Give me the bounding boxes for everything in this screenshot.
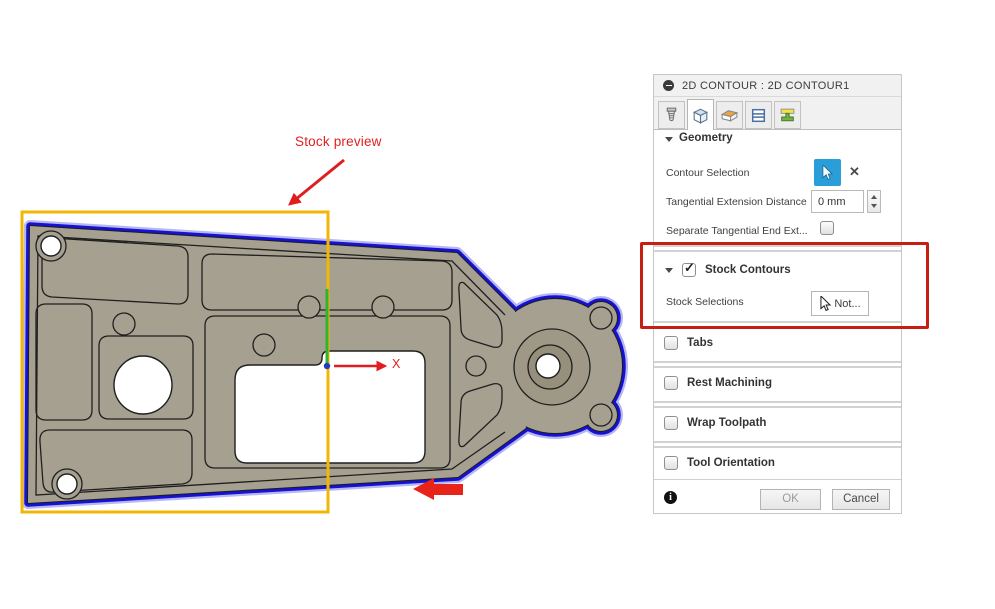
contour-selection-button[interactable] [814, 159, 841, 186]
tangential-extension-field [811, 190, 864, 213]
pocket-window-bay [204, 315, 451, 469]
stock-contours-highlight [640, 242, 929, 329]
part-contour-selection[interactable] [28, 226, 622, 503]
tangential-extension-input[interactable] [812, 191, 863, 212]
rim-inner-line [35, 235, 506, 496]
mouse-cursor-icon [820, 295, 832, 311]
wrap-toolpath-section-label: Wrap Toolpath [687, 417, 767, 429]
heights-icon [751, 108, 766, 122]
collapse-dialog-icon[interactable] [663, 80, 674, 91]
tab-tool[interactable] [658, 101, 685, 129]
pocket-upper-band [201, 253, 453, 311]
boss [297, 295, 321, 319]
large-through-hole [113, 355, 173, 415]
dialog-title: 2D CONTOUR : 2D CONTOUR1 [682, 79, 850, 92]
machining-direction-arrow [413, 478, 463, 500]
rest-machining-checkbox[interactable] [664, 376, 678, 390]
stock-contours-label: Stock Contours [705, 264, 791, 276]
stock-selections-label: Stock Selections [666, 296, 744, 308]
section-separator [654, 361, 901, 368]
spinner-down-icon[interactable] [871, 203, 877, 208]
pocket-neck-upper [458, 281, 503, 348]
tangential-extension-stepper[interactable] [867, 190, 881, 213]
head-center-hole [535, 353, 561, 379]
tab-radii[interactable] [716, 101, 743, 129]
stock-selections-button[interactable]: Not... [811, 291, 869, 316]
separate-tangential-checkbox[interactable] [820, 221, 834, 235]
boss [371, 295, 395, 319]
stock-contours-checkbox[interactable]: ✓ [682, 260, 696, 277]
separate-tangential-label: Separate Tangential End Ext... [666, 225, 808, 237]
ear-boss [589, 403, 613, 427]
tangential-extension-label: Tangential Extension Distance [666, 196, 807, 208]
radii-icon [720, 109, 739, 122]
tab-heights[interactable] [745, 101, 772, 129]
boss [252, 333, 276, 357]
ok-button[interactable]: OK [760, 489, 821, 510]
geometry-icon [692, 108, 709, 124]
cursor-icon [822, 164, 834, 180]
dialog-tab-bar [654, 97, 901, 130]
tool-icon [666, 107, 677, 121]
section-separator [654, 441, 901, 448]
pocket-neck-lower [458, 383, 503, 448]
origin-point [323, 362, 331, 370]
corner-hole [56, 473, 78, 495]
tool-orientation-checkbox[interactable] [664, 456, 678, 470]
stock-selections-button-label: Not... [834, 297, 861, 310]
tabs-section-label: Tabs [687, 337, 713, 349]
contour-selection-label: Contour Selection [666, 167, 750, 179]
boss [465, 355, 487, 377]
through-window [234, 350, 426, 464]
info-icon[interactable]: i [664, 491, 677, 504]
check-icon: ✓ [684, 260, 695, 275]
section-separator [654, 401, 901, 408]
part-pockets [35, 230, 613, 500]
stock-preview-arrow [288, 158, 345, 206]
x-axis-label: X [392, 357, 401, 371]
2d-contour-dialog: 2D CONTOUR : 2D CONTOUR1 [653, 74, 902, 514]
spinner-up-icon[interactable] [871, 195, 877, 200]
wrap-toolpath-checkbox[interactable] [664, 416, 678, 430]
pocket-left-mid [35, 303, 93, 421]
clear-selection-icon[interactable]: ✕ [849, 164, 860, 179]
pocket-circle-bay [98, 335, 194, 420]
cancel-button[interactable]: Cancel [832, 489, 890, 510]
tool-orientation-section-label: Tool Orientation [687, 457, 775, 469]
pocket-bottom-left [39, 429, 193, 493]
corner-hole [40, 235, 62, 257]
linking-icon [780, 108, 795, 121]
dialog-footer: i OK Cancel [654, 479, 901, 513]
stock-preview-label: Stock preview [295, 134, 382, 149]
boss [112, 312, 136, 336]
rest-machining-section-label: Rest Machining [687, 377, 772, 389]
dialog-header[interactable]: 2D CONTOUR : 2D CONTOUR1 [654, 75, 901, 97]
ear-boss [589, 306, 613, 330]
collapse-geometry-icon[interactable] [665, 137, 673, 142]
tab-geometry[interactable] [687, 99, 714, 130]
wcs-origin [323, 289, 388, 372]
geometry-section-label: Geometry [679, 132, 733, 144]
section-separator [654, 245, 901, 252]
collapse-stock-contours-icon[interactable] [665, 268, 673, 273]
tab-linking[interactable] [774, 101, 801, 129]
tabs-checkbox[interactable] [664, 336, 678, 350]
